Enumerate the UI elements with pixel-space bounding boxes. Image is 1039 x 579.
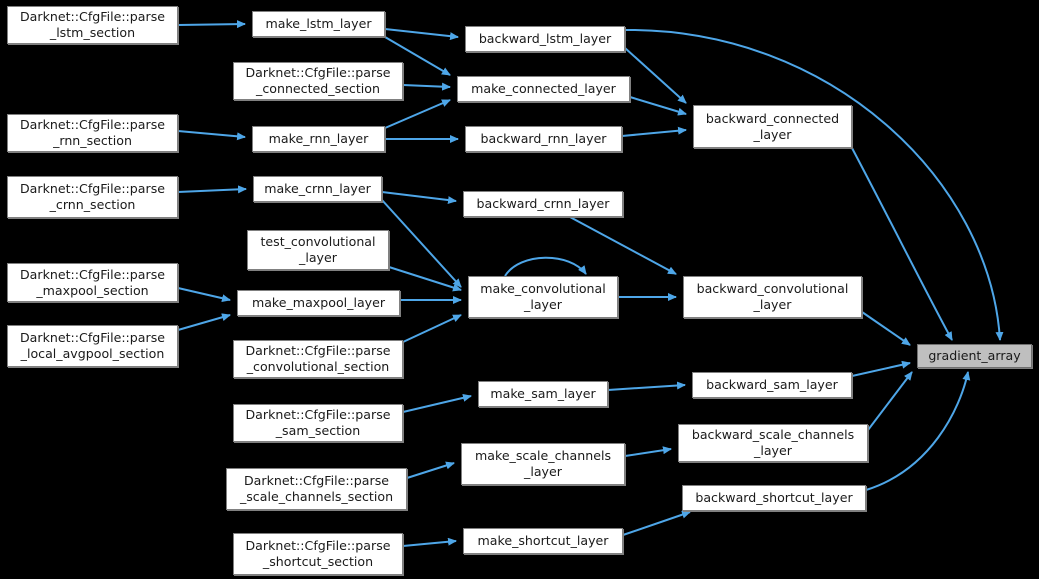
edge-make_sam_layer-to-backward_sam_layer [607, 381, 686, 391]
graph-node-make_maxpool_layer[interactable]: make_maxpool_layer [237, 290, 400, 316]
graph-node-make_sam_layer[interactable]: make_sam_layer [478, 381, 608, 407]
edge-backward_sam_layer-to-gradient_array [851, 360, 911, 377]
edge-backward_shortcut_layer-to-gradient_array [865, 371, 971, 491]
graph-node-backward_crnn_layer[interactable]: backward_crnn_layer [463, 191, 623, 217]
graph-node-backward_rnn_layer[interactable]: backward_rnn_layer [465, 126, 622, 152]
graph-node-parse_rnn_section[interactable]: Darknet::CfgFile::parse _rnn_section [7, 114, 178, 152]
graph-node-backward_sam_layer[interactable]: backward_sam_layer [692, 372, 852, 398]
edge-backward_connected_layer-to-gradient_array [851, 147, 953, 341]
graph-node-make_scale_channels_layer[interactable]: make_scale_channels _layer [461, 443, 625, 485]
edge-test_convolutional_layer-to-make_convolutional_layer [388, 266, 462, 292]
graph-node-make_crnn_layer[interactable]: make_crnn_layer [253, 176, 382, 202]
graph-node-backward_shortcut_layer[interactable]: backward_shortcut_layer [682, 485, 866, 511]
graph-node-parse_crnn_section[interactable]: Darknet::CfgFile::parse _crnn_section [7, 176, 178, 218]
edge-parse_sam_section-to-make_sam_layer [402, 393, 472, 413]
graph-node-make_rnn_layer[interactable]: make_rnn_layer [252, 126, 385, 152]
edge-make_rnn_layer-to-make_connected_layer [384, 99, 451, 129]
edge-parse_connected_section-to-make_connected_layer [402, 82, 451, 91]
edge-backward_lstm_layer-to-backward_connected_layer [624, 47, 687, 104]
graph-node-make_connected_layer[interactable]: make_connected_layer [457, 76, 630, 102]
graph-node-parse_connected_section[interactable]: Darknet::CfgFile::parse _connected_secti… [233, 62, 403, 100]
graph-node-backward_scale_channels_layer[interactable]: backward_scale_channels _layer [678, 424, 868, 462]
edge-make_crnn_layer-to-backward_crnn_layer [381, 191, 457, 205]
edge-make_scale_channels_layer-to-backward_scale_channels_layer [624, 446, 672, 457]
graph-node-parse_sam_section[interactable]: Darknet::CfgFile::parse _sam_section [233, 404, 403, 442]
edge-backward_scale_channels_layer-to-gradient_array [867, 371, 913, 431]
graph-node-parse_scale_channels_section[interactable]: Darknet::CfgFile::parse _scale_channels_… [226, 468, 407, 510]
graph-node-make_lstm_layer[interactable]: make_lstm_layer [252, 11, 385, 37]
edge-make_crnn_layer-to-make_convolutional_layer [381, 199, 462, 288]
graph-node-parse_shortcut_section[interactable]: Darknet::CfgFile::parse _shortcut_sectio… [233, 533, 403, 575]
edge-backward_lstm_layer-to-gradient_array [624, 28, 1004, 341]
graph-node-parse_convolutional_section[interactable]: Darknet::CfgFile::parse _convolutional_s… [233, 340, 403, 378]
graph-node-gradient_array[interactable]: gradient_array [917, 344, 1032, 368]
edge-backward_crnn_layer-to-backward_convolutional_layer [569, 216, 677, 275]
graph-node-make_convolutional_layer[interactable]: make_convolutional _layer [468, 276, 618, 318]
edge-parse_rnn_section-to-make_rnn_layer [177, 130, 246, 141]
edge-make_lstm_layer-to-make_connected_layer [384, 36, 451, 76]
edge-make_lstm_layer-to-backward_lstm_layer [384, 28, 459, 41]
edge-parse_local_avgpool_section-to-make_maxpool_layer [177, 313, 231, 331]
edge-make_connected_layer-to-backward_connected_layer [629, 96, 687, 116]
edge-parse_shortcut_section-to-make_shortcut_layer [402, 537, 457, 547]
graph-node-parse_local_avgpool_section[interactable]: Darknet::CfgFile::parse _local_avgpool_s… [7, 325, 178, 367]
edge-parse_convolutional_section-to-make_convolutional_layer [402, 314, 462, 343]
graph-node-test_convolutional_layer[interactable]: test_convolutional _layer [247, 230, 389, 270]
graph-node-backward_convolutional_layer[interactable]: backward_convolutional _layer [683, 276, 862, 318]
graph-node-make_shortcut_layer[interactable]: make_shortcut_layer [463, 528, 623, 554]
graph-node-parse_lstm_section[interactable]: Darknet::CfgFile::parse _lstm_section [7, 6, 178, 44]
graph-node-backward_lstm_layer[interactable]: backward_lstm_layer [465, 26, 625, 52]
graph-node-parse_maxpool_section[interactable]: Darknet::CfgFile::parse _maxpool_section [7, 263, 178, 302]
edge-parse_scale_channels_section-to-make_scale_channels_layer [406, 461, 455, 479]
edge-backward_rnn_layer-to-backward_connected_layer [621, 126, 687, 137]
edge-make_shortcut_layer-to-backward_shortcut_layer [622, 510, 691, 536]
edge-parse_maxpool_section-to-make_maxpool_layer [177, 287, 231, 303]
edge-parse_crnn_section-to-make_crnn_layer [177, 185, 247, 194]
edge-parse_lstm_section-to-make_lstm_layer [177, 20, 246, 29]
edge-backward_convolutional_layer-to-gradient_array [861, 311, 911, 346]
graph-node-backward_connected_layer[interactable]: backward_connected _layer [693, 105, 852, 148]
edge-make_convolutional_layer-to-make_convolutional_layer [504, 256, 587, 277]
